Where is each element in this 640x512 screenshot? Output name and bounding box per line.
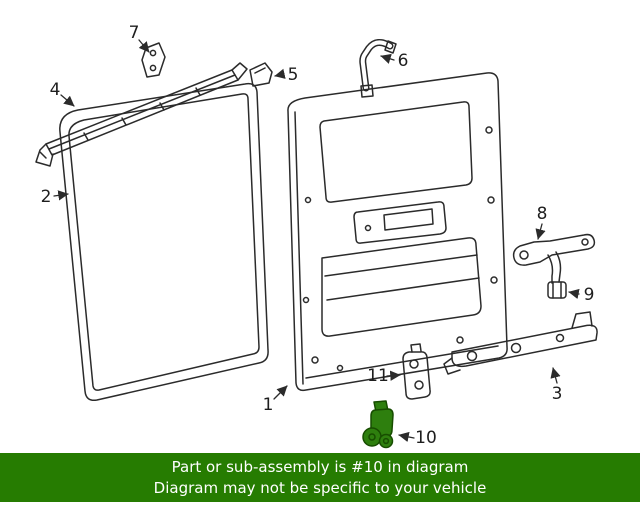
callout-label-2: 2: [41, 187, 52, 207]
clip-part5: [249, 62, 273, 87]
callout-labels: 1 2 3 4 5 6 7 8 9 10 11: [41, 23, 595, 448]
callout-label-6: 6: [398, 51, 409, 71]
hinge-plate-part11: [402, 343, 431, 400]
highlighted-roller-assembly-part10: [362, 400, 394, 449]
drain-hose-part6: [359, 39, 397, 98]
callout-label-9: 9: [584, 285, 595, 305]
callout-label-5: 5: [288, 65, 299, 85]
callout-label-3: 3: [552, 384, 563, 404]
door-panel-part1: [287, 72, 508, 392]
callout-label-1: 1: [263, 395, 274, 415]
highlight-banner: Part or sub-assembly is #10 in diagram D…: [0, 453, 640, 502]
callout-label-7: 7: [129, 23, 140, 43]
upper-molding-part4: [35, 62, 248, 167]
callout-label-8: 8: [537, 204, 548, 224]
callout-label-10: 10: [415, 428, 437, 448]
callout-label-4: 4: [50, 80, 61, 100]
lower-track-part3: [443, 311, 598, 375]
seal-panel-part2: [59, 82, 269, 402]
callout-label-11: 11: [367, 366, 389, 386]
hinge-bracket-part8: [512, 233, 596, 284]
callout-leaders: [53, 39, 580, 443]
roller-part9: [547, 281, 567, 299]
banner-line1: Part or sub-assembly is #10 in diagram: [171, 458, 469, 476]
bracket-part7: [141, 42, 166, 78]
banner-line2: Diagram may not be specific to your vehi…: [153, 479, 487, 497]
